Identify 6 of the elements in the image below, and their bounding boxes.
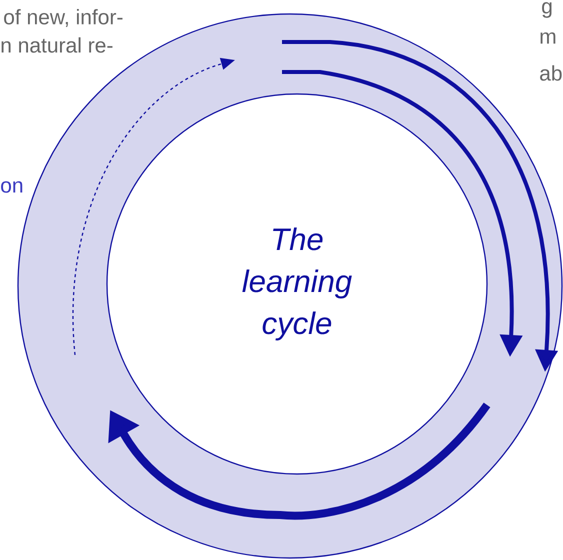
text-fragment: ab — [540, 65, 562, 81]
text-fragment: m — [540, 32, 556, 44]
text-fragment: n natural re- — [2, 37, 112, 53]
text-fragment: g — [542, 2, 552, 18]
text-fragment: of new, infor- — [4, 9, 122, 27]
text-fragment: on — [1, 181, 22, 193]
